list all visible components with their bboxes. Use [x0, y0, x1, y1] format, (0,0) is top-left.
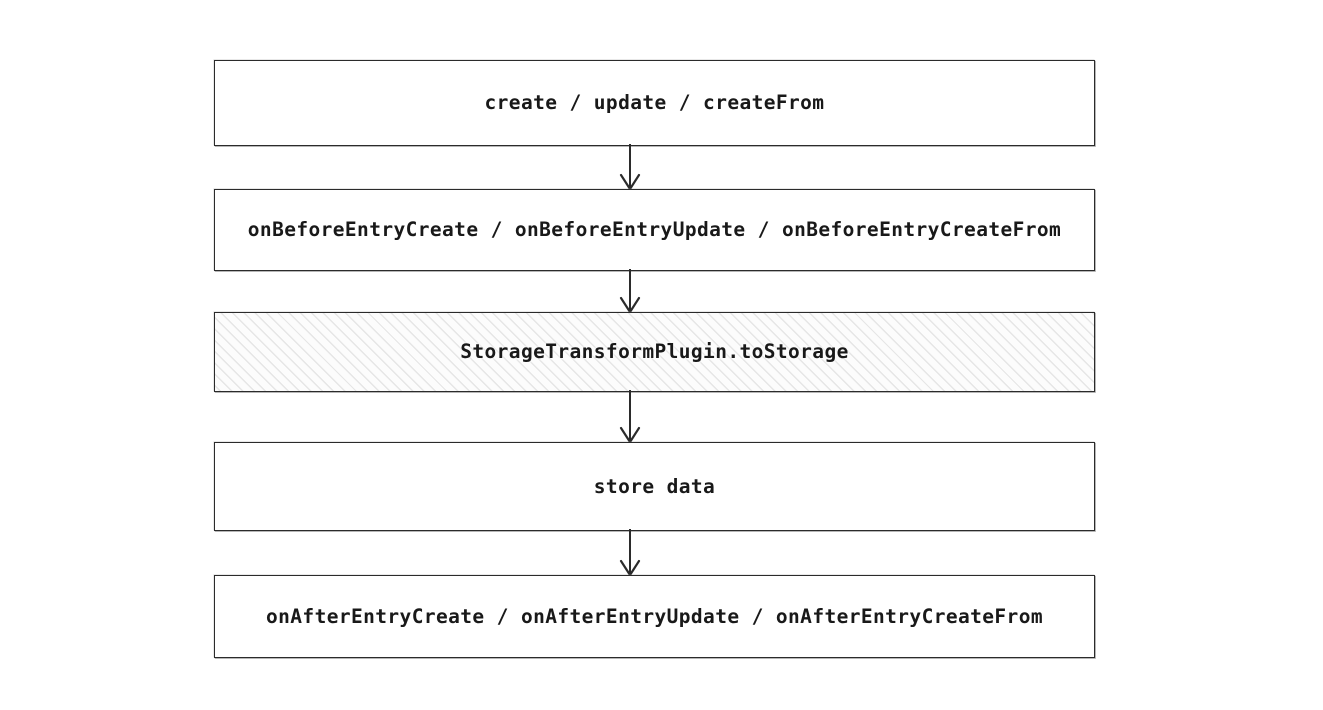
flow-node-label: StorageTransformPlugin.toStorage [460, 340, 849, 364]
flow-node-storage-transform-plugin: StorageTransformPlugin.toStorage [214, 312, 1095, 392]
arrow-down-icon [604, 529, 656, 577]
arrow-down-icon [604, 390, 656, 444]
flow-node-on-before-entry-hooks: onBeforeEntryCreate / onBeforeEntryUpdat… [214, 189, 1095, 271]
flow-node-create-update-createfrom: create / update / createFrom [214, 60, 1095, 146]
flow-node-label: onBeforeEntryCreate / onBeforeEntryUpdat… [247, 218, 1062, 242]
flow-node-label: onAfterEntryCreate / onAfterEntryUpdate … [266, 604, 1043, 628]
flow-node-on-after-entry-hooks: onAfterEntryCreate / onAfterEntryUpdate … [214, 575, 1095, 658]
flow-node-label: store data [593, 474, 716, 498]
arrow-down-icon [604, 269, 656, 314]
flow-node-store-data: store data [214, 442, 1095, 531]
arrow-down-icon [604, 144, 656, 191]
flow-node-label: create / update / createFrom [484, 91, 825, 115]
